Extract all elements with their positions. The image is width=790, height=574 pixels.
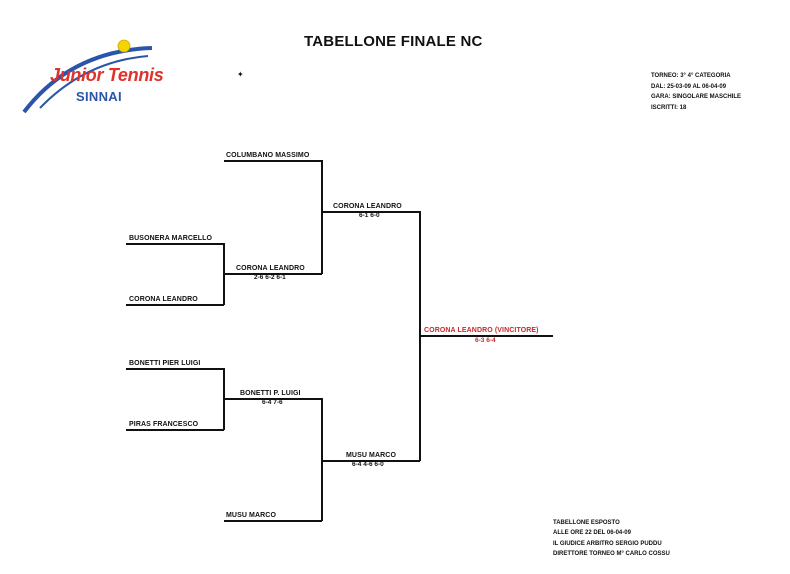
score-semifinal: 6-1 6-0 <box>359 212 380 219</box>
bracket-line <box>322 211 420 213</box>
bracket-line <box>126 429 224 431</box>
tournament-info: TORNEO: 3° 4° CATEGORIA DAL: 25-03-09 AL… <box>651 71 741 113</box>
info-dates: DAL: 25-03-09 AL 06-04-09 <box>651 83 727 90</box>
bracket-line <box>419 211 421 461</box>
bracket-line <box>126 368 224 370</box>
info-gara: GARA: SINGOLARE MASCHILE <box>651 94 741 100</box>
bracket-line <box>224 273 322 275</box>
bracket-line <box>126 304 224 306</box>
bracket-line <box>420 335 553 337</box>
winner-round2: BONETTI P. LUIGI <box>240 390 301 397</box>
player-round1: COLUMBANO MASSIMO <box>226 152 310 159</box>
player-round1: BONETTI PIER LUIGI <box>129 360 201 367</box>
final-score: 6-3 6-4 <box>475 337 496 344</box>
tennis-ball-icon <box>117 39 131 53</box>
footer-line: IL GIUDICE ARBITRO SERGIO PUDDU <box>553 540 662 547</box>
player-round1: MUSU MARCO <box>226 512 276 519</box>
logo-text-main: Junior Tennis <box>50 65 164 85</box>
score-semifinal: 6-4 4-6 6-0 <box>352 461 384 468</box>
player-round1: CORONA LEANDRO <box>129 296 198 303</box>
player-round1: PIRAS FRANCESCO <box>129 421 199 428</box>
winner-semifinal: MUSU MARCO <box>346 452 396 459</box>
info-torneo: TORNEO: 3° 4° CATEGORIA <box>651 73 731 79</box>
winner-round2: CORONA LEANDRO <box>236 265 305 272</box>
bracket-line <box>223 368 225 430</box>
logo-text-sub: SINNAI <box>76 89 122 104</box>
bracket-line <box>223 243 225 305</box>
player-round1: BUSONERA MARCELLO <box>129 235 213 242</box>
bracket-line <box>321 160 323 274</box>
winner-semifinal: CORONA LEANDRO <box>333 203 402 210</box>
info-iscritti: ISCRITTI: 18 <box>651 104 687 111</box>
footer-line: ALLE ORE 22 DEL 06-04-09 <box>553 530 631 537</box>
decorative-mark: ✦ <box>237 70 244 79</box>
bracket-line <box>224 398 322 400</box>
score-round2: 2-6 6-2 6-1 <box>254 274 286 281</box>
bracket-line <box>322 460 420 462</box>
footer-line: TABELLONE ESPOSTO <box>553 520 620 526</box>
footer-notes: TABELLONE ESPOSTO ALLE ORE 22 DEL 06-04-… <box>553 518 670 559</box>
bracket-line <box>126 243 224 245</box>
bracket-line <box>321 398 323 521</box>
bracket-line <box>224 160 322 162</box>
footer-line: DIRETTORE TORNEO M° CARLO COSSU <box>553 550 670 557</box>
score-round2: 6-4 7-6 <box>262 399 283 406</box>
logo-swoosh-icon <box>22 39 153 114</box>
club-logo: Junior Tennis SINNAI <box>20 38 170 116</box>
page-title: TABELLONE FINALE NC <box>304 33 483 50</box>
tournament-winner: CORONA LEANDRO (VINCITORE) <box>424 327 539 334</box>
bracket-line <box>224 520 322 522</box>
